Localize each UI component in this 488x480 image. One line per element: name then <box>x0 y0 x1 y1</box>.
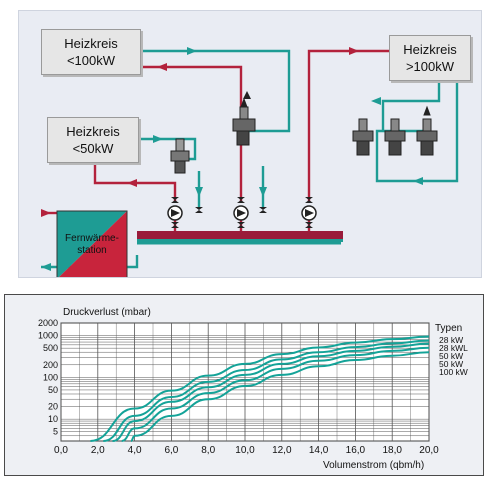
legend-entry: 28 kW <box>439 335 463 345</box>
mixing-valve-icon <box>170 138 190 174</box>
series-line <box>130 351 430 442</box>
x-tick-label: 16,0 <box>346 445 366 456</box>
x-tick-label: 20,0 <box>419 445 439 456</box>
pump-icon <box>233 205 249 221</box>
return-pipes <box>41 49 459 269</box>
legend-title: Typen <box>435 323 462 334</box>
return-header <box>137 239 343 242</box>
heating-circuit-lt50-box: Heizkreis <50kW <box>47 117 139 163</box>
legend-entry: 50 kW <box>439 359 463 369</box>
mixing-valve-icon <box>352 118 374 156</box>
pump-icon <box>301 205 317 221</box>
legend-entry: 50 kW <box>439 351 463 361</box>
y-tick-label: 200 <box>43 360 58 370</box>
box-line1: Heizkreis <box>403 42 457 57</box>
mixing-valve-icon <box>416 105 438 156</box>
pump-icon <box>167 205 183 221</box>
x-tick-label: 2,0 <box>91 445 105 456</box>
box-line1: Heizkreis <box>64 36 118 51</box>
station-line2: station <box>77 245 107 256</box>
y-tick-label: 500 <box>43 343 58 353</box>
pressure-loss-chart: 0,0 2,0 4,0 6,0 8,0 10,0 12,0 14,0 16,0 18,0 20,0 2… <box>4 294 484 476</box>
x-tick-label: 6,0 <box>164 445 178 456</box>
district-heating-station <box>56 210 128 277</box>
hydraulic-scheme: Heizkreis <100kW Heizkreis <50kW Heizkre… <box>18 10 482 278</box>
legend-entry: 100 kW <box>439 367 468 377</box>
flow-arrow-icon <box>41 47 423 271</box>
y-tick-label: 50 <box>48 385 58 395</box>
box-line1: Heizkreis <box>66 124 120 139</box>
y-tick-label: 5 <box>53 427 58 437</box>
station-line1: Fernwärme- <box>65 233 119 244</box>
mixing-valve-icon <box>384 118 406 156</box>
x-tick-label: 18,0 <box>382 445 402 456</box>
station-label: Fernwärme- station <box>55 233 129 257</box>
supply-header <box>137 231 343 239</box>
box-line2: <100kW <box>66 53 116 68</box>
pipe-diagram <box>41 47 459 277</box>
x-tick-label: 0,0 <box>54 445 68 456</box>
x-axis-label: Volumenstrom (qbm/h) <box>323 460 424 471</box>
y-tick-label: 10 <box>48 414 58 424</box>
series-line <box>103 339 430 442</box>
series-line <box>90 335 430 442</box>
y-tick-label: 20 <box>48 402 58 412</box>
mixing-valve-icon <box>232 97 256 146</box>
x-tick-label: 12,0 <box>272 445 292 456</box>
x-tick-label: 14,0 <box>309 445 329 456</box>
box-line2: >100kW <box>405 59 455 74</box>
box-line2: <50kW <box>72 141 114 156</box>
x-tick-label: 10,0 <box>235 445 255 456</box>
y-axis-label: Druckverlust (mbar) <box>63 307 151 318</box>
y-tick-label: 1000 <box>38 331 58 341</box>
series-line <box>121 346 430 442</box>
x-tick-label: 4,0 <box>128 445 142 456</box>
chart-plot: 0,0 2,0 4,0 6,0 8,0 10,0 12,0 14,0 16,0 18,0 20,0 2… <box>38 307 468 471</box>
heating-circuit-gt100-box: Heizkreis >100kW <box>389 35 471 81</box>
y-tick-label: 100 <box>43 372 58 382</box>
legend-entry: 28 kWL <box>439 343 468 353</box>
valve-icon <box>171 197 313 228</box>
x-tick-label: 8,0 <box>201 445 215 456</box>
series-line <box>112 342 430 442</box>
heating-circuit-lt100-box: Heizkreis <100kW <box>41 29 141 75</box>
y-tick-label: 2000 <box>38 318 58 328</box>
